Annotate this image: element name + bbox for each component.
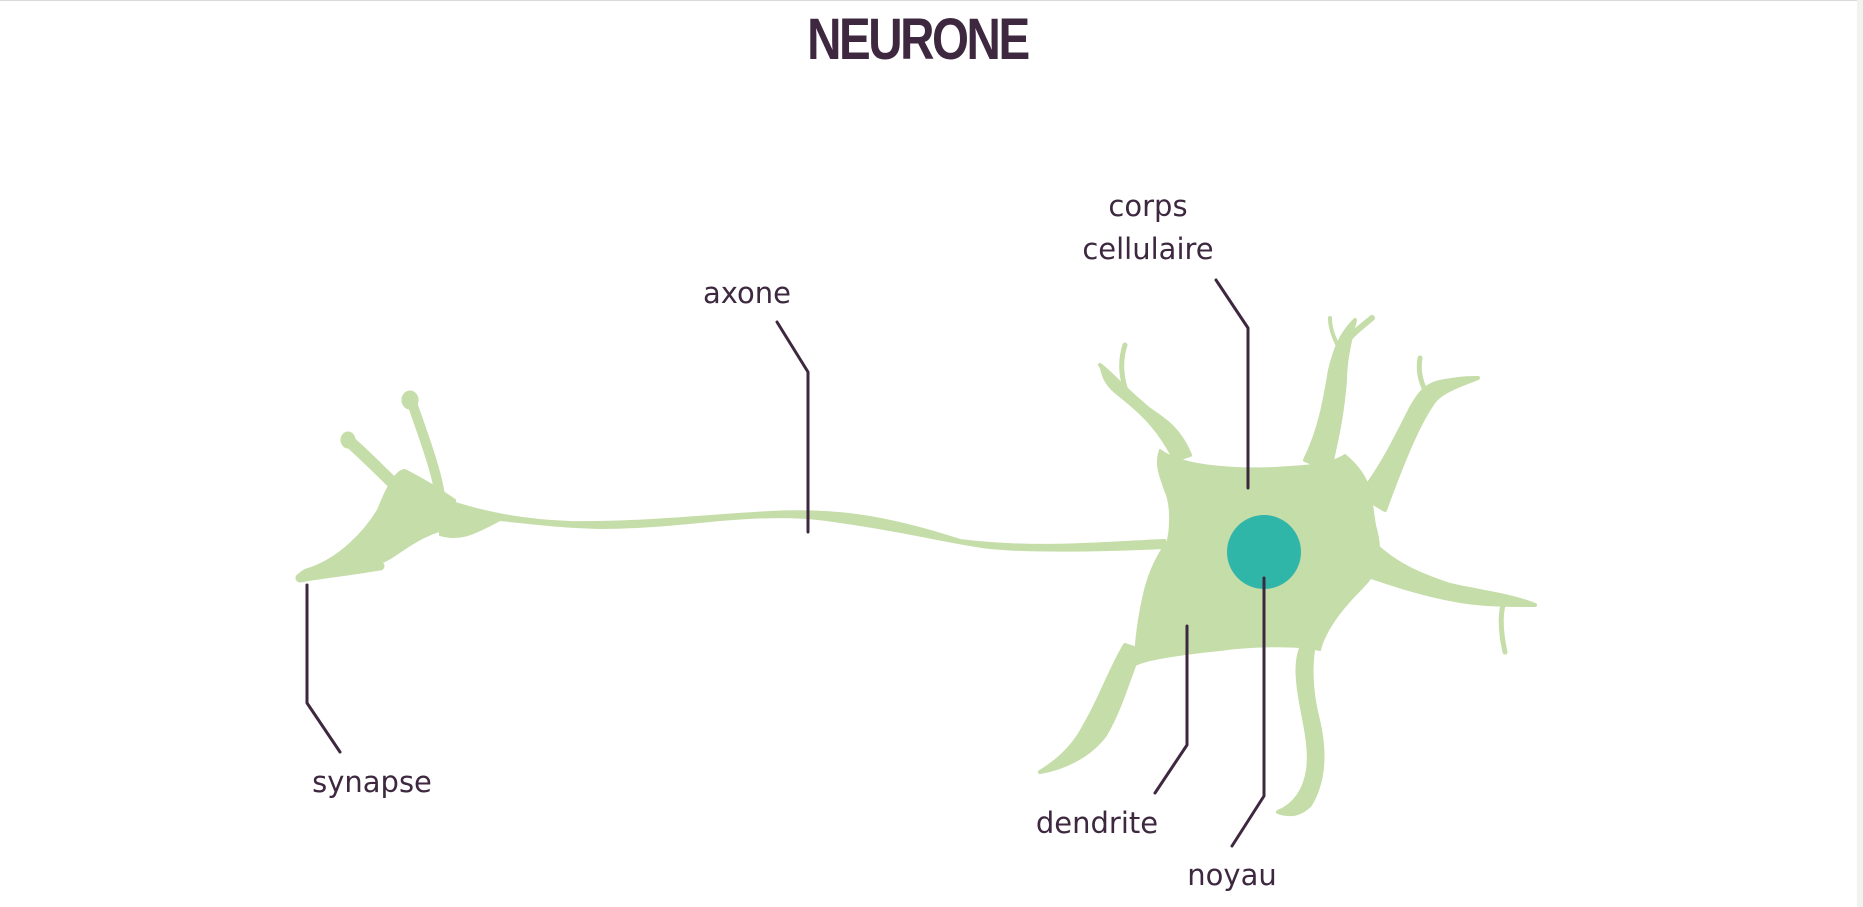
dendrite-top: [1303, 318, 1357, 472]
dendrite-upper-right: [1358, 376, 1480, 512]
nucleus: [1227, 515, 1301, 589]
terminal-knob-1: [340, 431, 356, 449]
leader-line-synapse: [305, 583, 342, 754]
dendrite-upper-left: [1098, 363, 1192, 462]
dendrite-upper-right-tip: [1416, 355, 1428, 393]
dendrite-top-tip: [1328, 316, 1342, 352]
terminal-branch-1: [344, 436, 416, 506]
dendrite-upper-left-tip: [1119, 342, 1133, 403]
dendrite-lower-left: [1038, 643, 1142, 774]
leader-line-noyau: [1230, 576, 1266, 848]
label-noyau: noyau: [1187, 858, 1276, 892]
label-dendrite: dendrite: [1036, 806, 1158, 840]
label-axone: axone: [703, 276, 791, 310]
axon-shape: [439, 497, 1166, 552]
neuron-shape: [295, 315, 1537, 817]
terminal-branch-2: [407, 398, 445, 500]
dendrite-right-tip: [1498, 597, 1508, 655]
leader-line-dendrite: [1153, 624, 1189, 795]
right-edge: [1857, 0, 1863, 907]
label-synapse: synapse: [312, 765, 432, 799]
terminal-tip: [295, 561, 385, 583]
synapse-branches: [299, 469, 456, 579]
label-corps-line2: cellulaire: [1082, 232, 1213, 266]
dendrite-right: [1363, 538, 1537, 607]
diagram-title: NEURONE: [807, 7, 1030, 72]
dendrite-top-branch: [1337, 315, 1375, 353]
dendrite-lower-right: [1276, 638, 1325, 817]
label-corps-line1: corps: [1108, 189, 1187, 223]
terminal-knob-2: [401, 390, 419, 410]
leader-line-corps: [1214, 278, 1250, 490]
top-border: [0, 0, 1863, 1]
leader-line-axone: [775, 320, 810, 534]
leader-lines: [305, 278, 1266, 848]
